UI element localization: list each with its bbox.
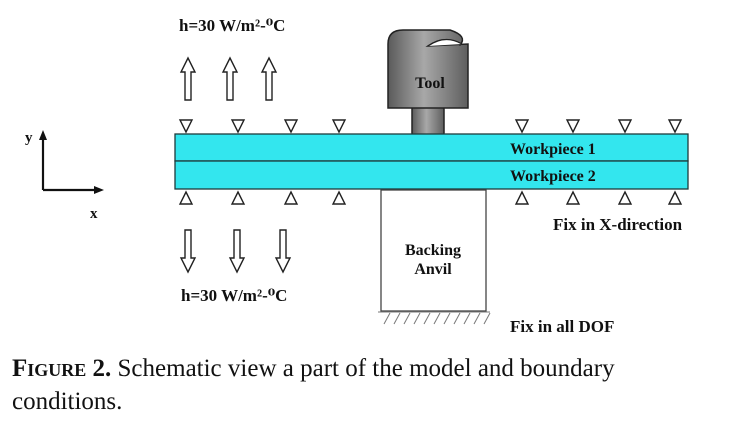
workpiece-1-label: Workpiece 1 <box>510 141 596 158</box>
axis-y-label: y <box>25 130 33 146</box>
up-arrow <box>221 56 239 101</box>
axis-x-label: x <box>90 206 98 222</box>
anvil-label-line1: Backing <box>405 242 461 259</box>
fix-all-label: Fix in all DOF <box>510 317 614 336</box>
heat-arrows-bottom <box>179 229 292 274</box>
ground-hatch <box>378 311 491 325</box>
support-triangles-bottom <box>178 190 683 205</box>
schematic-diagram: h=30 W/m²-⁰C y x Tool Workpiece 1 Workpi… <box>25 16 689 336</box>
figure-caption: Figure 2. Schematic view a part of the m… <box>12 352 724 418</box>
up-arrow <box>179 56 197 101</box>
down-arrow <box>228 229 246 274</box>
heat-arrows-top <box>179 56 278 101</box>
up-arrow <box>260 56 278 101</box>
down-arrow <box>179 229 197 274</box>
tool: Tool <box>387 29 469 137</box>
workpiece-2 <box>174 160 689 190</box>
workpiece-1 <box>174 133 689 162</box>
bottom-heat-label: h=30 W/m²-⁰C <box>181 286 287 305</box>
tool-label: Tool <box>415 75 445 92</box>
coordinate-axes: y x <box>25 130 104 222</box>
top-heat-label: h=30 W/m²-⁰C <box>179 16 285 35</box>
anvil-label-line2: Anvil <box>414 261 452 278</box>
caption-text: Schematic view a part of the model and b… <box>12 355 615 415</box>
down-arrow <box>274 229 292 274</box>
support-triangles-top <box>178 119 683 134</box>
workpiece-2-label: Workpiece 2 <box>510 168 596 185</box>
fix-x-label: Fix in X-direction <box>553 215 683 234</box>
caption-label: Figure 2. <box>12 355 112 382</box>
backing-anvil: Backing Anvil <box>378 189 491 325</box>
